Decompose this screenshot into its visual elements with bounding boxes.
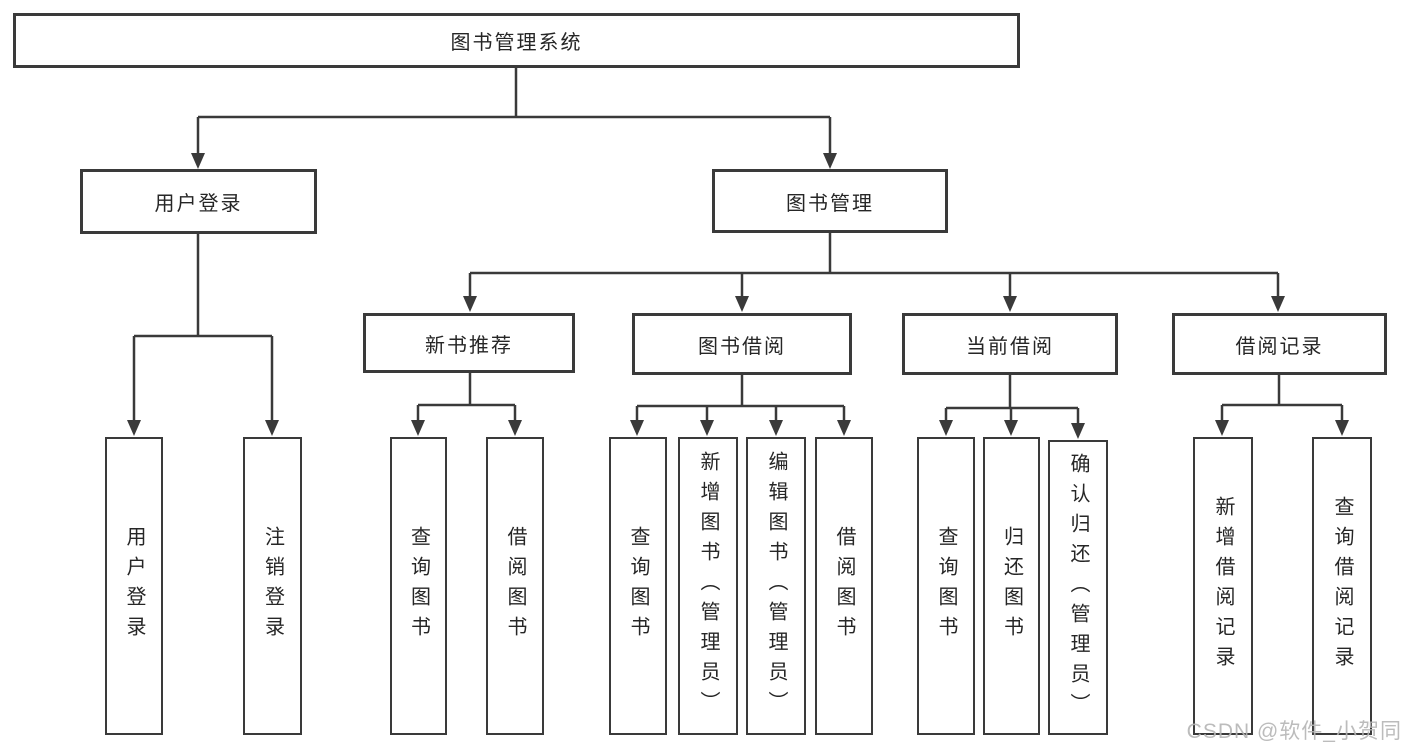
leaf-return-books: 归还图书: [983, 437, 1040, 735]
leaf-user-login: 用户登录: [105, 437, 163, 735]
connector-bookborrow-to-leaves: [635, 375, 846, 424]
connector-line-group: [132, 68, 1344, 427]
leaf-edit-books-admin: 编辑图书（管理员）: [746, 437, 806, 735]
csdn-watermark: CSDN @软件_小贺同学: [1186, 720, 1402, 743]
leaf-query-borrow-record: 查询借阅记录: [1312, 437, 1372, 735]
connector-currentborrow-to-leaves: [944, 375, 1080, 427]
arrowhead-icons: [127, 153, 1349, 439]
leaf-query-books-newbook: 查询图书: [390, 437, 447, 735]
arrow-down-icon: [127, 153, 1349, 439]
leaf-logout: 注销登录: [243, 437, 302, 735]
connector-records-to-leaves: [1220, 375, 1344, 424]
node-user-login: 用户登录: [80, 169, 317, 234]
leaf-query-books-borrowing: 查询图书: [609, 437, 667, 735]
node-root-system: 图书管理系统: [13, 13, 1020, 68]
node-current-borrowing: 当前借阅: [902, 313, 1118, 375]
leaf-confirm-return-admin: 确认归还（管理员）: [1048, 440, 1108, 735]
node-book-management: 图书管理: [712, 169, 948, 233]
connector-bookmgmt-to-level3: [468, 233, 1280, 300]
leaf-add-books-admin: 新增图书（管理员）: [678, 437, 738, 735]
connector-newbook-to-leaves: [416, 373, 517, 424]
node-new-book-recommend: 新书推荐: [363, 313, 575, 373]
leaf-borrow-books-newbook: 借阅图书: [486, 437, 544, 735]
node-book-borrowing: 图书借阅: [632, 313, 852, 375]
connector-root-to-level2: [196, 68, 832, 157]
connector-userlogin-to-leaves: [132, 234, 274, 424]
leaf-query-books-current: 查询图书: [917, 437, 975, 735]
leaf-add-borrow-record: 新增借阅记录: [1193, 437, 1253, 735]
leaf-borrow-books-borrowing: 借阅图书: [815, 437, 873, 735]
node-borrowing-records: 借阅记录: [1172, 313, 1387, 375]
